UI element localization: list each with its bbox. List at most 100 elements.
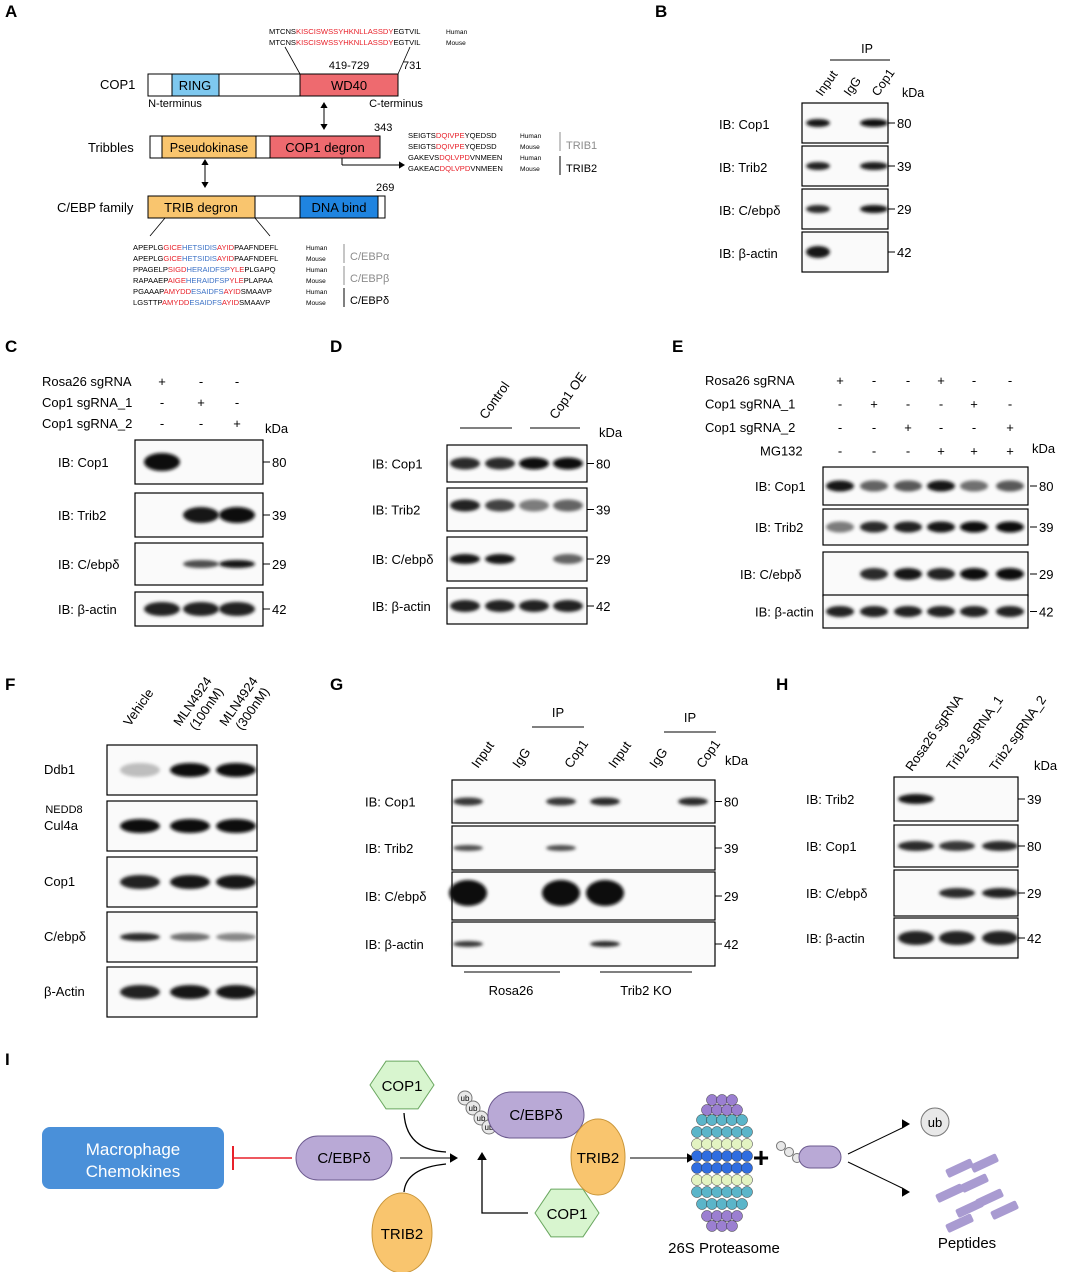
ub-product-text: ub [928,1115,942,1130]
c-ib-2: IB: C/ebpδ [58,557,119,572]
e-band [860,521,888,533]
cebp-zoom-r [254,217,271,237]
f-row-0: Ddb1 [44,762,75,777]
e-cond-3: MG132 [760,444,803,459]
arrow-peptides-head [902,1187,910,1197]
c-cond-1: Cop1 sgRNA_1 [42,395,132,410]
trib-seq-3-part: DQLVPD [440,164,471,173]
b-row-2-mw: 29 [897,202,911,217]
e-blot-1 [822,508,1029,546]
g-band [590,941,620,947]
e-band [927,480,955,492]
c-band [144,453,180,471]
c-ib-0: IB: Cop1 [58,455,109,470]
e-sign: + [870,397,878,412]
cebpb-group: C/EBPβ [350,273,389,285]
b-band [806,205,830,213]
g-row-1-mw: 39 [724,841,738,856]
e-band [960,480,988,492]
cop1-seq-1-part: KISCISWSSYHKNLLASSDY [296,38,393,47]
trib-seq-species-2: Human [520,155,542,162]
c-band [183,507,219,523]
h-band [898,794,934,804]
wd40-label: WD40 [331,78,367,93]
c-sign: + [158,374,166,389]
cebp-seq-3-part: AIGE [168,276,186,285]
proteasome-subunit [701,1138,713,1150]
cop1-seq-species-1: Mouse [446,40,466,47]
wd40-range: 419-729 [329,60,369,72]
c-cond-2: Cop1 sgRNA_2 [42,416,132,431]
c-sign: + [197,395,205,410]
e-sign: - [1008,373,1012,388]
h-ib-3: IB: β-actin [806,931,865,946]
e-cond-2: Cop1 sgRNA_2 [705,420,795,435]
d-band [553,554,583,564]
b-band [806,162,830,170]
cebp-seq-1: APEPLGGICEHETSIDISAYIDPAAFNDEFL [133,254,278,263]
cebp-seq-species-3: Mouse [306,278,326,285]
cebpa-group: C/EBPα [350,251,390,263]
proteasome-subunit [711,1210,723,1222]
arrow-to-peptides [847,1161,903,1189]
e-blot-2 [822,551,1029,597]
proteasome-subunit [721,1150,733,1162]
e-row-0-mw: 80 [1039,479,1053,494]
e-blot-0 [822,466,1029,506]
g-blot-1 [451,825,716,871]
proteasome-subunit [731,1174,743,1186]
c-sign: - [160,416,164,431]
f-band [216,875,256,889]
ub-text-0: ub [461,1094,470,1103]
trib2-text-2: TRIB2 [577,1150,620,1167]
cebp-seq-0-part: GICE [163,243,182,252]
cebp-seq-1-part: AYID [217,254,235,263]
panel-g-label: G [330,675,343,694]
h-row-1-mw: 80 [1027,839,1041,854]
ub-product [920,1107,950,1137]
proteasome-subunit [711,1138,723,1150]
proteasome-subunit [701,1104,713,1116]
macrophage-text-1: Chemokines [86,1162,181,1181]
cop1-degron-domain [269,135,381,159]
h-band [939,888,975,898]
arrow-to-ub [847,1127,903,1155]
e-band [826,521,854,533]
e-sign: - [838,420,842,435]
cop1-seq-1-part: EGTVIL [393,38,420,47]
proteasome-subunit [696,1114,708,1126]
cop1-end: 731 [403,60,421,72]
e-sign: - [972,373,976,388]
e-band [996,606,1024,617]
cebp-seq-3: RAPAAEPAIGEHERAIDFSPYLEPLAPAA [133,276,274,285]
proteasome-subunit [706,1114,718,1126]
cebp-zoom-l [149,217,166,237]
cebp-end: 269 [376,182,394,194]
f-band [120,933,160,941]
e-ib-0: IB: Cop1 [755,479,806,494]
tribbles-name: Tribbles [88,140,134,155]
g-band [586,880,624,906]
e-band [927,521,955,533]
tribbles-end: 343 [374,122,392,134]
proteasome-subunit [716,1220,728,1232]
e-band [826,480,854,492]
proteasome-subunit [741,1186,753,1198]
proteasome-subunit [716,1094,728,1106]
trib-seq-1-part: YQEDSD [465,142,498,151]
cebp-seq-0-part: AYID [217,243,235,252]
cebp-seq-species-0: Human [306,245,328,252]
cebp-seq-1-part: GICE [163,254,182,263]
proteasome-subunit [701,1186,713,1198]
peptide-1 [960,1173,989,1193]
d-band [450,554,480,564]
cop1-text-2: COP1 [547,1206,588,1223]
peptide-3 [975,1188,1004,1208]
trib-seq-2-part: VNMEEN [470,153,503,162]
d-band [553,499,583,512]
proteasome-subunit [711,1186,723,1198]
peptide-5 [990,1200,1019,1220]
d-ib-1: IB: Trib2 [372,503,420,518]
e-band [894,568,922,580]
e-band [996,480,1024,492]
